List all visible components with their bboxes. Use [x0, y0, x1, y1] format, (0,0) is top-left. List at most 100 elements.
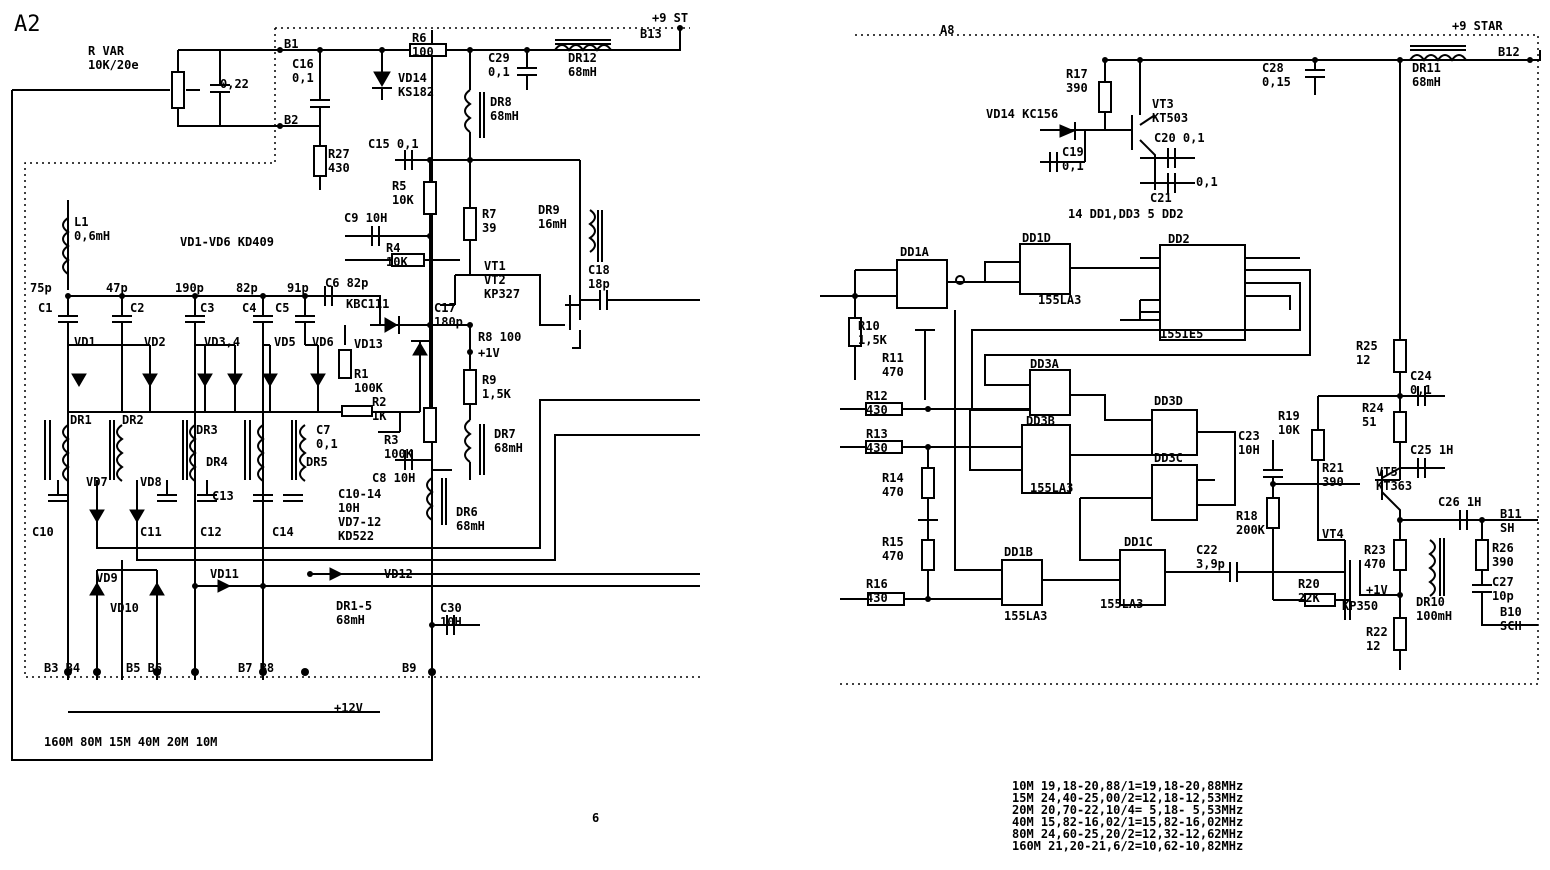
- label-p9st: +9 ST: [652, 11, 688, 25]
- label-dd3d: DD3D: [1154, 394, 1183, 408]
- label-c11: C11: [140, 525, 162, 539]
- label-c1v: 75p: [30, 281, 52, 295]
- label-vd2: VD2: [144, 335, 166, 349]
- label-dd1d: DD1D: [1022, 231, 1051, 245]
- label-c14: C14: [272, 525, 294, 539]
- label-c3v: 190p: [175, 281, 204, 295]
- label-p9star: +9 STAR: [1452, 19, 1503, 33]
- label-b13: B13: [640, 27, 662, 41]
- label-c1: C1: [38, 301, 52, 315]
- page-mark: 6: [592, 811, 599, 825]
- label-dd1b: DD1B: [1004, 545, 1033, 559]
- label-c3: C3: [200, 301, 214, 315]
- label-c5: C5: [275, 301, 289, 315]
- label-vd8: VD8: [140, 475, 162, 489]
- label-c15: C15 0,1: [368, 137, 419, 151]
- label-c022: 0,22: [220, 77, 249, 91]
- label-c21: C21: [1150, 191, 1172, 205]
- label-dd3c: DD3C: [1154, 451, 1183, 465]
- label-dr3: DR3: [196, 423, 218, 437]
- label-b12: B12: [1498, 45, 1520, 59]
- label-vd34: VD3,4: [204, 335, 240, 349]
- band-table-row: 20M 20,70-22,10/4= 5,18- 5,53MHz: [1012, 803, 1243, 817]
- label-dr1: DR1: [70, 413, 92, 427]
- band-table-row: 80M 24,60-25,20/2=12,32-12,62MHz: [1012, 827, 1243, 841]
- label-vd16: VD1-VD6 KD409: [180, 235, 274, 249]
- left-chokes: [44, 325, 700, 713]
- enclosure-left: [24, 28, 700, 678]
- label-c21v: 0,1: [1196, 175, 1218, 189]
- label-dd2: DD2: [1168, 232, 1190, 246]
- label-dr2: DR2: [122, 413, 144, 427]
- label-b2: B2: [284, 113, 298, 127]
- label-c6: C6 82p: [325, 276, 368, 290]
- label-c8: C8 10H: [372, 471, 415, 485]
- label-c4: C4: [242, 301, 256, 315]
- label-p1v: +1V: [1366, 583, 1388, 597]
- label-c2: C2: [130, 301, 144, 315]
- band-table-row: 40M 15,82-16,02/1=15,82-16,02MHz: [1012, 815, 1243, 829]
- left-rf-chain: [345, 50, 700, 349]
- label-c10: C10: [32, 525, 54, 539]
- label-kbc: KBC111: [346, 297, 389, 311]
- label-kp350: KP350: [1342, 599, 1378, 613]
- label-c13: C13: [212, 489, 234, 503]
- label-la3b: 155LA3: [1030, 481, 1073, 495]
- label-b1: B1: [284, 37, 298, 51]
- label-bands: 160M 80M 15M 40M 20M 10M: [44, 735, 217, 749]
- label-c9: C9 10H: [344, 211, 387, 225]
- label-dr5: DR5: [306, 455, 328, 469]
- label-vd1: VD1: [74, 335, 96, 349]
- sheet-label: A2: [14, 12, 41, 37]
- band-table-row: 160M 21,20-21,6/2=10,62-10,82MHz: [1012, 839, 1243, 853]
- label-vd14r: VD14 KC156: [986, 107, 1058, 121]
- label-vd13: VD13: [354, 337, 383, 351]
- label-c4v: 82p: [236, 281, 258, 295]
- label-dr4: DR4: [206, 455, 228, 469]
- label-vd9: VD9: [96, 571, 118, 585]
- label-vd11: VD11: [210, 567, 239, 581]
- label-vt4: VT4: [1322, 527, 1344, 541]
